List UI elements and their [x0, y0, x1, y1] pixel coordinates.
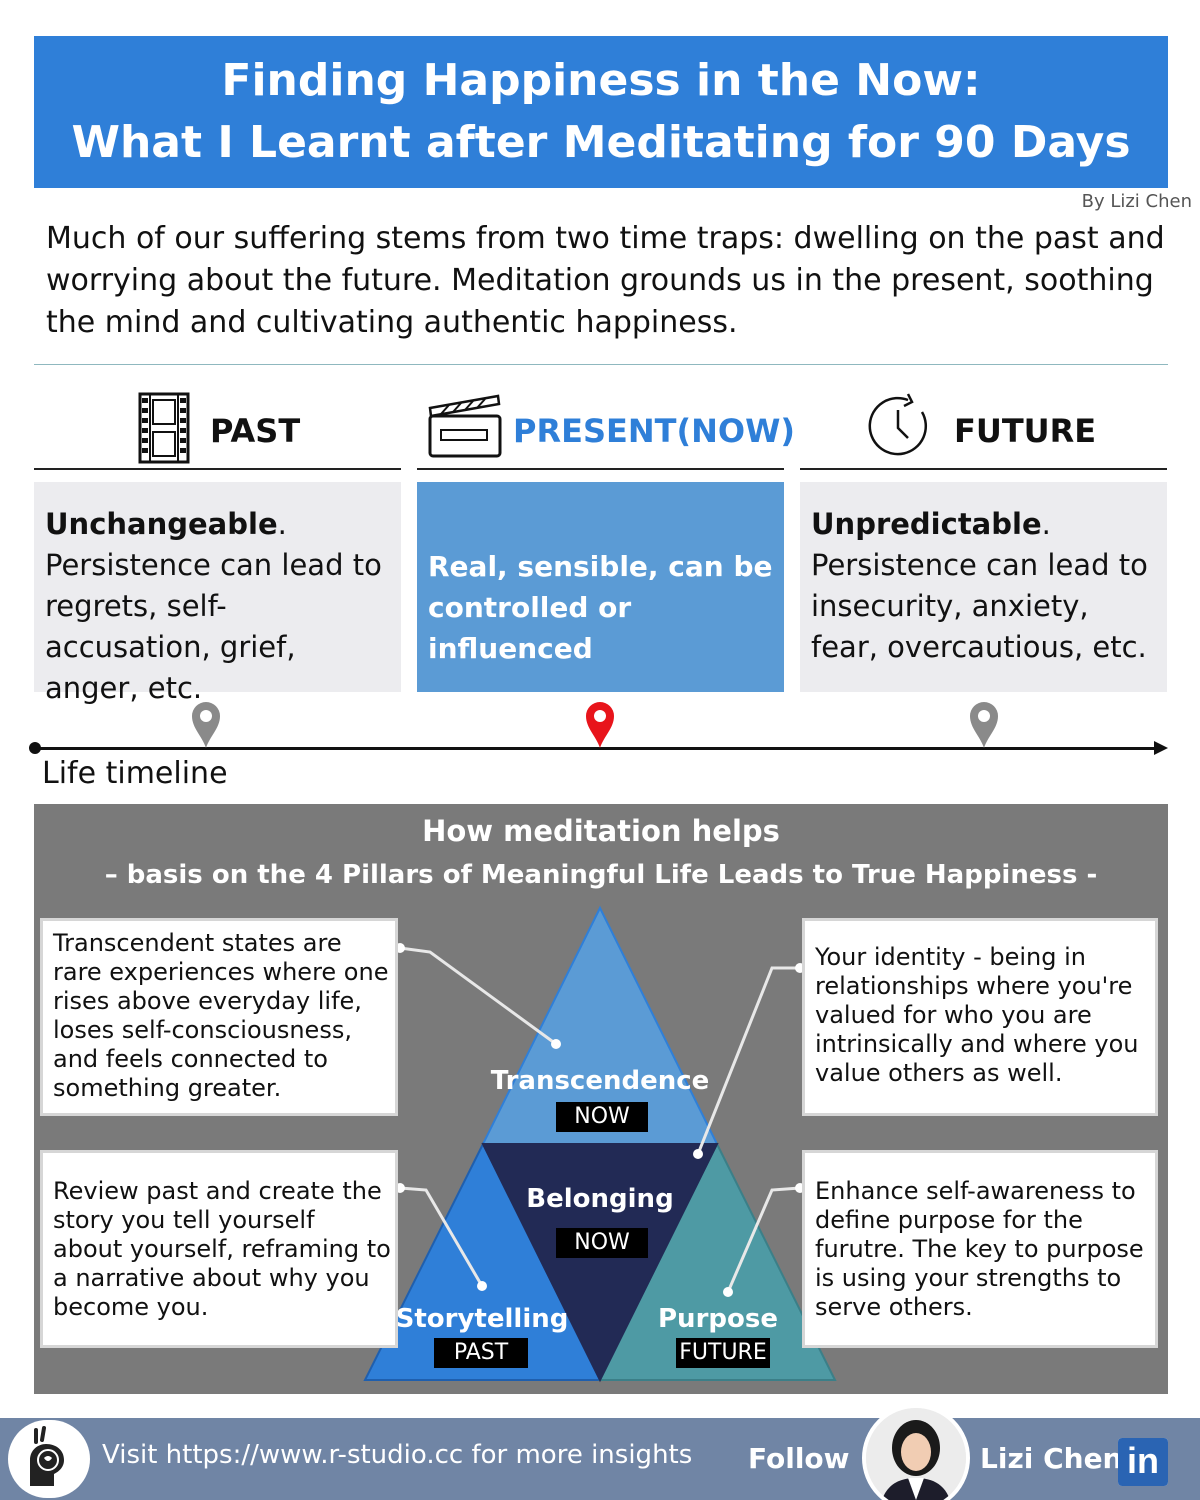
- timeline-arrow-icon: [1154, 741, 1168, 755]
- map-pin-icon: [970, 702, 998, 748]
- footer: [0, 1418, 1200, 1500]
- column-label-future: FUTURE: [954, 412, 1097, 450]
- clapperboard-icon: [428, 394, 502, 458]
- avatar: [862, 1404, 970, 1500]
- connector-line: [399, 1186, 484, 1287]
- title-line-1: Finding Happiness in the Now:: [221, 55, 981, 106]
- column-header-past: PAST: [34, 388, 401, 470]
- past-description: Unchangeable. Persistence can lead to re…: [34, 482, 401, 705]
- present-description: Real, sensible, can be controlled or inf…: [417, 482, 784, 692]
- film-strip-icon: [138, 392, 190, 464]
- pillar-purpose-label: Purpose: [658, 1304, 778, 1334]
- panel-subtitle: – basis on the 4 Pillars of Meaningful L…: [104, 860, 1098, 890]
- pillar-belonging-tag: NOW: [556, 1228, 648, 1258]
- future-heading: Unpredictable: [811, 507, 1042, 541]
- map-pin-icon: [192, 702, 220, 748]
- divider: [34, 364, 1168, 365]
- connector-line: [399, 946, 557, 1046]
- follow-label: Follow: [748, 1442, 850, 1475]
- timeline-start-dot: [29, 742, 41, 754]
- author-name: Lizi Chen: [980, 1442, 1123, 1475]
- storytelling-card: Review past and create the story you tel…: [40, 1150, 398, 1348]
- present-text: Real, sensible, can be controlled or inf…: [428, 550, 773, 665]
- past-heading-punct: .: [277, 507, 287, 541]
- column-label-present: PRESENT(NOW): [513, 412, 795, 450]
- connector-line: [696, 966, 800, 1155]
- page-title: Finding Happiness in the Now: What I Lea…: [34, 36, 1168, 188]
- pillar-purpose-tag: FUTURE: [676, 1338, 770, 1368]
- footer-link[interactable]: Visit https://www.r-studio.cc for more i…: [102, 1440, 693, 1470]
- timeline-label: Life timeline: [42, 756, 228, 791]
- panel-title: How meditation helps: [422, 814, 780, 848]
- column-header-future: FUTURE: [800, 388, 1167, 470]
- linkedin-text: in: [1118, 1438, 1168, 1486]
- pillar-belonging-label: Belonging: [526, 1184, 674, 1214]
- future-description: Unpredictable. Persistence can lead to i…: [800, 482, 1167, 692]
- past-text: Persistence can lead to regrets, self-ac…: [45, 548, 382, 705]
- pillar-storytelling-label: Storytelling: [395, 1304, 569, 1334]
- map-pin-icon: [586, 702, 614, 748]
- belonging-card: Your identity - being in relationships w…: [802, 918, 1158, 1116]
- pillar-transcendence-tag: NOW: [556, 1102, 648, 1132]
- intro-text: Much of our suffering stems from two tim…: [46, 221, 1165, 340]
- linkedin-icon[interactable]: in: [1118, 1438, 1168, 1486]
- byline: By Lizi Chen: [1081, 191, 1192, 212]
- future-heading-punct: .: [1041, 507, 1051, 541]
- future-text: Persistence can lead to insecurity, anxi…: [811, 548, 1148, 664]
- timeline-line: [34, 747, 1158, 750]
- title-line-2: What I Learnt after Meditating for 90 Da…: [71, 117, 1131, 168]
- column-label-past: PAST: [210, 412, 301, 450]
- column-header-present: PRESENT(NOW): [417, 388, 795, 470]
- clock-icon: [868, 393, 927, 456]
- brain-hand-icon: [8, 1420, 90, 1498]
- pillar-transcendence-label: Transcendence: [490, 1066, 710, 1096]
- pillars-pyramid: [363, 905, 837, 1383]
- transcendence-card: Transcendent states are rare experiences…: [40, 918, 398, 1116]
- past-heading: Unchangeable: [45, 507, 278, 541]
- connector-line: [726, 1186, 801, 1293]
- pillar-storytelling-tag: PAST: [434, 1338, 528, 1368]
- purpose-card: Enhance self-awareness to define purpose…: [802, 1150, 1158, 1348]
- pyramid-belonging: [481, 1143, 719, 1383]
